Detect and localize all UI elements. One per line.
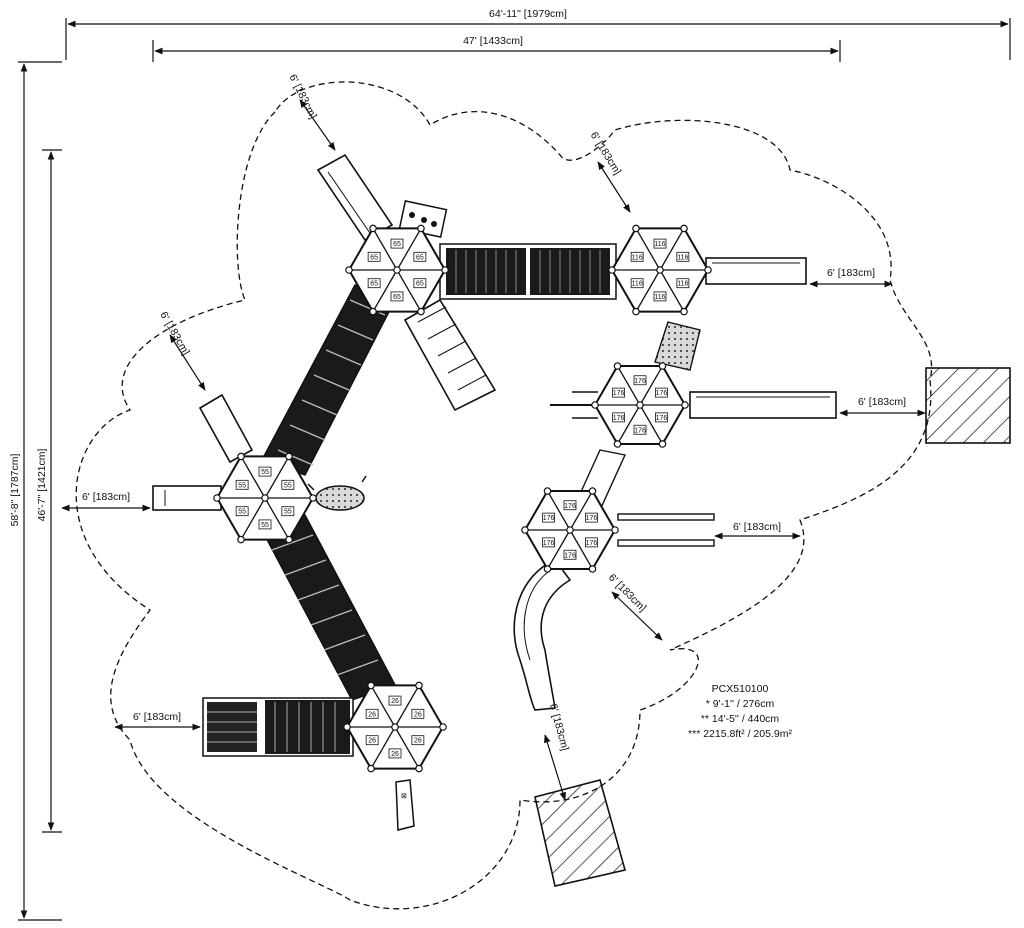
poles-right-lower [617,513,715,547]
slide-top-left [316,153,394,242]
structure-width-label: 47' [1433cm] [463,35,523,47]
clearance-marker: 6' [183cm] [114,711,201,731]
deck-top-right: 116 116 116 116 116 116 [608,224,712,316]
model-info-line-3: *** 2215.8ft² / 205.9m² [688,728,792,740]
use-zone-outline [75,81,933,910]
slide-left [152,485,222,511]
clearance-label: 6' [183cm] [157,310,191,358]
deck-height-label: 26 [414,738,422,745]
deck-height-label: 176 [613,390,625,397]
deck-height-label: 65 [393,241,401,248]
slide-top-right [705,257,807,285]
deck-height-label: 176 [634,378,646,385]
deck-height-label: 55 [261,522,269,529]
clearance-marker: 6' [183cm] [839,396,926,417]
deck-height-label: 116 [677,254,688,261]
overall-depth-label: 58'-8" [1787cm] [9,453,21,526]
clearance-label: 6' [183cm] [827,267,875,279]
deck-height-label: 116 [654,241,665,248]
deck-right-lower: 176 176 176 176 176 176 [521,487,619,573]
bridge-top [439,243,617,300]
clearance-marker: 6' [183cm] [544,702,571,801]
climber-right [550,391,598,419]
model-info-line-2: ** 14'-5'' / 440cm [701,713,780,725]
clearance-marker: 6' [183cm] [588,130,631,213]
deck-height-label: 116 [654,294,665,301]
clearance-label: 6' [183cm] [82,491,130,503]
deck-height-label: 176 [586,515,598,522]
deck-height-label: 26 [391,751,399,758]
slide-left-upper [198,393,254,464]
clearance-marker: 6' [183cm] [714,521,801,540]
deck-top-left: 65 65 65 65 65 65 [345,224,449,316]
deck-height-label: 55 [284,509,292,516]
slide-right-middle [689,391,837,419]
bridge-left-lower [260,514,397,701]
clearance-marker: 6' [183cm] [606,572,663,641]
dimension-overall-depth: 58'-8" [1787cm] [8,61,62,921]
clearance-label: 6' [183cm] [286,72,319,120]
overall-width-label: 64'-11" [1979cm] [489,8,567,20]
hatched-obstruction-bottom [534,779,626,887]
deck-height-label: 176 [564,503,576,510]
deck-height-label: 176 [634,427,646,434]
deck-height-label: 176 [564,552,576,559]
structure-depth-label: 46'-7" [1421cm] [36,448,48,521]
deck-height-label: 26 [368,711,376,718]
deck-height-label: 65 [393,294,401,301]
deck-height-label: 65 [416,254,424,261]
dimension-structure-depth: 46'-7" [1421cm] [36,149,62,833]
deck-height-label: 55 [238,482,246,489]
model-number: PCX510100 [712,683,769,695]
clearance-label: 6' [183cm] [133,711,181,723]
clearance-label: 6' [183cm] [588,130,624,177]
deck-height-label: 65 [416,281,424,288]
deck-height-label: 116 [677,281,688,288]
model-info-line-1: * 9'-1'' / 276cm [706,698,775,710]
deck-height-label: 176 [543,515,555,522]
deck-height-label: 176 [543,540,555,547]
deck-height-label: 55 [238,509,246,516]
deck-height-label: 65 [370,254,378,261]
clearance-label: 6' [183cm] [733,521,781,533]
deck-height-label: 26 [414,711,422,718]
dimension-overall-width: 64'-11" [1979cm] [65,6,1011,60]
deck-height-label: 55 [284,482,292,489]
net-climber [307,475,367,511]
svg-text:⊠: ⊠ [401,793,407,800]
model-info: PCX510100 * 9'-1'' / 276cm ** 14'-5'' / … [688,683,792,740]
hatched-obstruction-right [925,367,1011,444]
deck-height-label: 26 [368,738,376,745]
clearance-marker: 6' [183cm] [809,267,893,288]
ladder-top [403,298,497,412]
deck-height-label: 176 [613,415,625,422]
bridge-bottom-left [202,697,354,757]
deck-height-label: 176 [656,415,668,422]
clearance-label: 6' [183cm] [547,702,571,752]
deck-height-label: 176 [586,540,598,547]
clearance-label: 6' [183cm] [858,396,906,408]
deck-height-label: 65 [370,281,378,288]
deck-height-label: 55 [261,469,269,476]
deck-bottom-left: 26 26 26 26 26 26 [343,681,447,773]
clearance-marker: 6' [183cm] [286,72,336,151]
deck-height-label: 26 [391,698,399,705]
deck-right-upper: 176 176 176 176 176 176 [591,362,689,448]
deck-left: 55 55 55 55 55 55 [213,452,317,544]
deck-height-label: 116 [632,254,643,261]
spiral-slide [513,559,572,711]
deck-height-label: 176 [656,390,668,397]
panel-bottom: ⊠ [395,779,415,831]
deck-height-label: 116 [632,281,643,288]
dimension-structure-width: 47' [1433cm] [152,33,841,62]
clearance-marker: 6' [183cm] [61,491,151,512]
